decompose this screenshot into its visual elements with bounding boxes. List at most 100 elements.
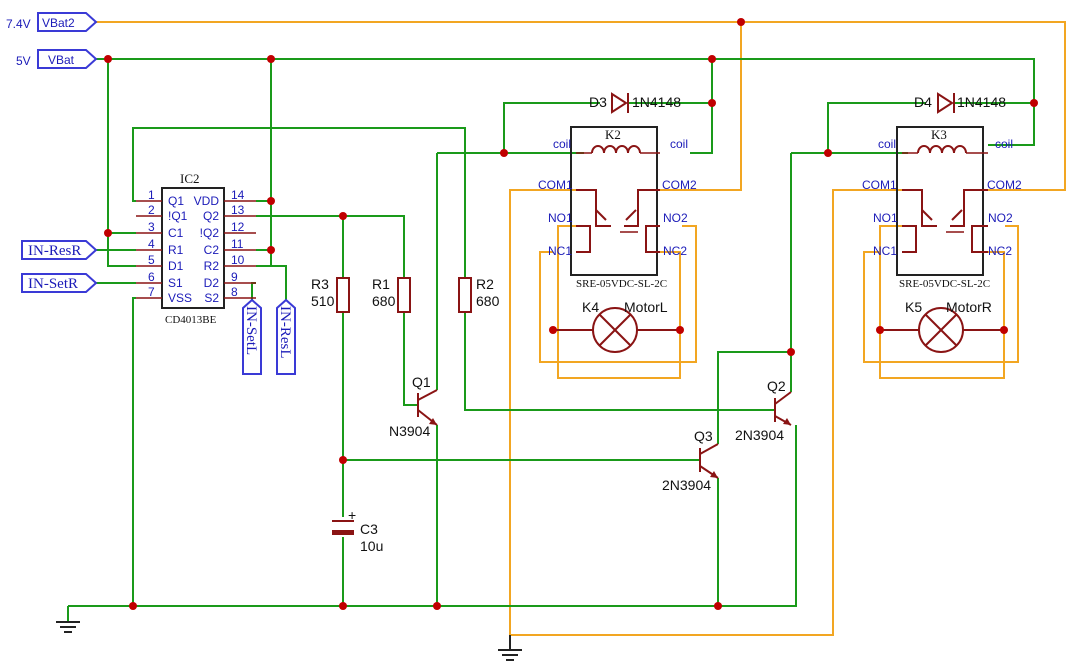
k3-coil-label: coil <box>878 137 896 151</box>
net-label-vbat: 5V VBat <box>16 49 98 69</box>
motorl-label: MotorL <box>624 299 668 315</box>
pin-number: 4 <box>148 237 155 251</box>
net-label-in-resl: IN-ResL <box>276 298 296 375</box>
pin-name: VDD <box>194 194 220 208</box>
pin-name: !Q2 <box>200 226 220 240</box>
r3-value: 510 <box>311 293 335 309</box>
k2-no1: NO1 <box>548 211 573 225</box>
pin-number: 6 <box>148 270 155 284</box>
pin-name: C1 <box>168 226 184 240</box>
d4-part: 1N4148 <box>957 94 1006 110</box>
net-name-vbat2: VBat2 <box>42 16 75 30</box>
pin-name: VSS <box>168 291 192 305</box>
pin-name: Q2 <box>203 209 219 223</box>
capacitor-c3: + C3 10u <box>332 507 383 554</box>
motor-k5: K5 MotorR <box>880 299 1004 353</box>
net-name-in-setl: IN-SetL <box>243 306 259 355</box>
resistor-r2: R2 680 <box>458 276 500 313</box>
r1-value: 680 <box>372 293 396 309</box>
resistor-r1: R1 680 <box>372 276 411 313</box>
pin-name: R1 <box>168 243 184 257</box>
q1-part: N3904 <box>389 423 430 439</box>
k2-ref: K2 <box>605 127 621 142</box>
pin-number: 9 <box>231 270 238 284</box>
k3-nc1: NC1 <box>873 244 897 258</box>
pin-number: 5 <box>148 253 155 267</box>
motor-k4: K4 MotorL <box>553 299 680 353</box>
voltage-label-5v: 5V <box>16 54 31 68</box>
d3-ref: D3 <box>589 94 607 110</box>
q3-ref: Q3 <box>694 428 713 444</box>
c3-value: 10u <box>360 538 383 554</box>
net-label-vbat2: 7.4V VBat2 <box>6 12 98 32</box>
pin-number: 10 <box>231 253 245 267</box>
ground-symbol-left <box>56 621 80 633</box>
motorr-label: MotorR <box>946 299 992 315</box>
q2-ref: Q2 <box>767 378 786 394</box>
k3-no1: NO1 <box>873 211 898 225</box>
k3-com2: COM2 <box>987 178 1022 192</box>
k2-no2: NO2 <box>663 211 688 225</box>
net-name-in-resr: IN-ResR <box>28 243 81 259</box>
k2-coil-label: coil <box>670 137 688 151</box>
ic2-cd4013be: IC2 1 2 3 4 5 6 7 Q1 !Q1 C1 R1 D1 S1 VSS… <box>136 171 256 326</box>
relay-k3: K3 coil coil COM1 COM2 NO1 NO2 NC1 NC2 S… <box>862 126 1022 290</box>
junction-dots <box>104 18 1038 610</box>
pin-name: D1 <box>168 259 184 273</box>
pin-number: 1 <box>148 188 155 202</box>
k2-nc1: NC1 <box>548 244 572 258</box>
q2-part: 2N3904 <box>735 427 784 443</box>
r3-ref: R3 <box>311 276 329 292</box>
pin-name: S2 <box>204 291 219 305</box>
pin-number: 14 <box>231 188 245 202</box>
pin-number: 2 <box>148 203 155 217</box>
k3-nc2: NC2 <box>988 244 1012 258</box>
ic2-part: CD4013BE <box>165 314 217 326</box>
k2-nc2: NC2 <box>663 244 687 258</box>
k5-ref: K5 <box>905 299 922 315</box>
d3-part: 1N4148 <box>632 94 681 110</box>
net-name-vbat: VBat <box>48 53 75 67</box>
diode-d3: D3 1N4148 <box>589 92 681 114</box>
net-name-in-setr: IN-SetR <box>28 276 78 292</box>
k2-coil-label: coil <box>553 137 571 151</box>
k3-no2: NO2 <box>988 211 1013 225</box>
pin-name: S1 <box>168 276 183 290</box>
k3-part: SRE-05VDC-SL-2C <box>899 278 990 290</box>
resistor-r3: R3 510 <box>311 276 350 313</box>
pin-number: 3 <box>148 220 155 234</box>
diode-d4: D4 1N4148 <box>914 92 1006 114</box>
net-label-in-setr: IN-SetR <box>21 273 98 293</box>
pin-number: 13 <box>231 203 245 217</box>
k3-ref: K3 <box>931 127 947 142</box>
pin-number: 7 <box>148 285 155 299</box>
net-name-in-resl: IN-ResL <box>277 306 293 359</box>
pin-number: 8 <box>231 285 238 299</box>
ground-symbol-bottom <box>498 635 522 661</box>
pin-name: !Q1 <box>168 209 188 223</box>
k2-com1: COM1 <box>538 178 573 192</box>
pin-name: R2 <box>204 259 220 273</box>
k2-part: SRE-05VDC-SL-2C <box>576 278 667 290</box>
r2-value: 680 <box>476 293 500 309</box>
transistor-q3: Q3 2N3904 <box>662 428 719 493</box>
k3-coil-label: coil <box>995 137 1013 151</box>
c3-polarity: + <box>348 507 356 523</box>
ic2-ref: IC2 <box>180 171 200 186</box>
pin-number: 11 <box>231 237 244 251</box>
voltage-label-7v4: 7.4V <box>6 17 31 31</box>
c3-ref: C3 <box>360 521 378 537</box>
k3-com1: COM1 <box>862 178 897 192</box>
q3-part: 2N3904 <box>662 477 711 493</box>
pin-name: D2 <box>204 276 220 290</box>
k2-com2: COM2 <box>662 178 697 192</box>
d4-ref: D4 <box>914 94 932 110</box>
pin-name: Q1 <box>168 194 184 208</box>
transistor-q2: Q2 2N3904 <box>735 378 792 443</box>
r2-ref: R2 <box>476 276 494 292</box>
r1-ref: R1 <box>372 276 390 292</box>
transistor-q1: Q1 N3904 <box>389 374 438 439</box>
net-label-in-setl: IN-SetL <box>242 298 262 375</box>
pin-number: 12 <box>231 220 245 234</box>
